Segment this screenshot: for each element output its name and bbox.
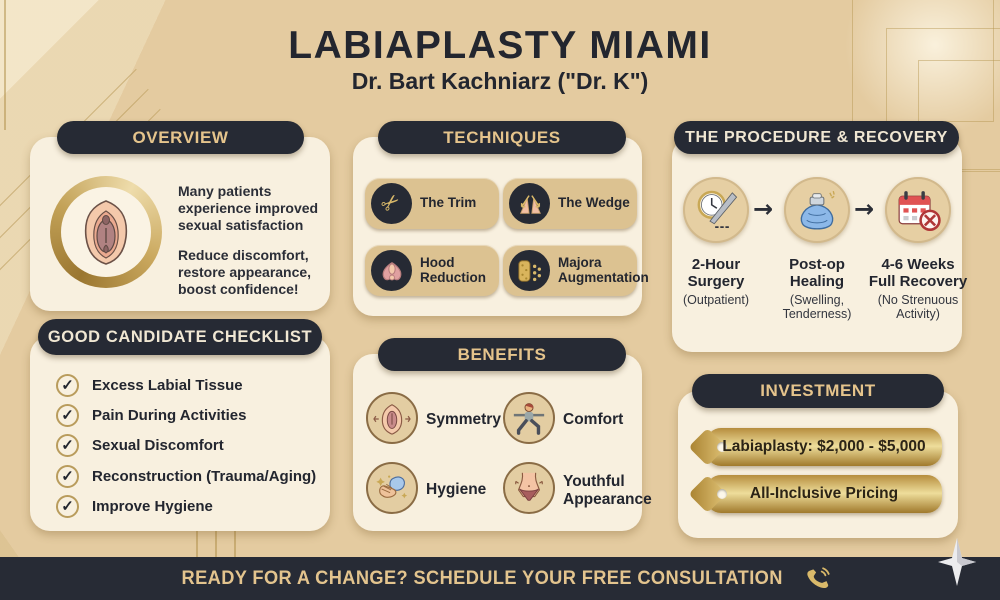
price-tag: Labiaplasty: $2,000 - $5,000 [706,428,942,466]
procedure-section-header: THE PROCEDURE & RECOVERY [674,121,959,154]
technique-label: The Wedge [558,195,630,211]
footer-cta-bar[interactable]: READY FOR A CHANGE? SCHEDULE YOUR FREE C… [0,557,1000,600]
page-subtitle: Dr. Bart Kachniarz ("Dr. K") [351,68,649,94]
arrow-icon: → [753,195,774,223]
checklist-item-label: Sexual Discomfort [92,436,224,454]
torso-icon [503,462,555,514]
arrow-icon: → [854,195,875,223]
technique-item: ✂ The Trim [365,178,499,229]
procedure-step-title: 2-Hour Surgery [687,256,745,291]
overview-section-header: OVERVIEW [57,121,304,154]
procedure-step-title: Post-op Healing [789,256,845,291]
check-icon: ✓ [56,433,79,457]
procedure-header-label: THE PROCEDURE & RECOVERY [685,128,948,146]
wedge-icon [509,183,550,224]
footer-cta-text: READY FOR A CHANGE? SCHEDULE YOUR FREE C… [181,567,783,589]
corner-line-decoration [4,0,6,130]
gold-ring [50,176,162,288]
price-tag: All-Inclusive Pricing [706,475,942,513]
techniques-section-header: TECHNIQUES [378,121,626,154]
check-icon: ✓ [56,464,79,488]
procedure-step-note: (Swelling, Tenderness) [782,293,852,322]
technique-item: Majora Augmentation [503,245,649,296]
symmetry-icon [366,392,418,444]
corner-line-decoration [234,531,236,557]
benefit-label: Youthful Appearance [563,473,652,508]
benefit-label: Comfort [563,411,624,428]
checklist-card [30,336,330,531]
tag-hole [717,489,727,499]
price-tag-label: Labiaplasty: $2,000 - $5,000 [722,438,926,455]
sparkle-icon [938,538,976,586]
clock-scalpel-icon [683,177,749,243]
technique-label: Majora Augmentation [558,254,649,285]
overview-header-label: OVERVIEW [132,127,229,147]
procedure-card [672,137,962,352]
checklist-header-label: GOOD CANDIDATE CHECKLIST [47,327,313,346]
check-icon: ✓ [56,494,79,518]
corner-line-decoration [215,531,217,557]
technique-item: The Wedge [503,178,637,229]
overview-paragraph: Many patients experience improved sexual… [178,183,319,234]
technique-label: The Trim [420,195,477,211]
check-icon: ✓ [56,373,79,397]
benefit-label: Symmetry [426,411,501,428]
hood-reduction-icon [371,250,412,291]
checklist-item-label: Reconstruction (Trauma/Aging) [92,467,317,485]
check-icon: ✓ [56,403,79,427]
corner-line-decoration [196,531,198,557]
yoga-pose-icon [503,392,555,444]
sponge-icon [509,250,550,291]
hand-wash-icon [366,462,418,514]
benefits-header-label: BENEFITS [457,344,547,364]
price-tag-label: All-Inclusive Pricing [749,485,899,502]
overview-paragraph: Reduce discomfort, restore appearance, b… [178,247,312,298]
checklist-item: ✓ Improve Hygiene [56,494,213,518]
investment-section-header: INVESTMENT [692,374,944,408]
benefit-label: Hygiene [426,481,487,498]
anatomy-illustration-icon [84,200,128,265]
checklist-item: ✓ Sexual Discomfort [56,433,224,457]
checklist-item-label: Excess Labial Tissue [92,376,243,394]
checklist-item-label: Improve Hygiene [92,497,213,515]
technique-item: Hood Reduction [365,245,499,296]
checklist-item: ✓ Reconstruction (Trauma/Aging) [56,464,317,488]
checklist-item-label: Pain During Activities [92,406,247,424]
ice-pack-icon [784,177,850,243]
checklist-item: ✓ Excess Labial Tissue [56,373,243,397]
procedure-step-note: (Outpatient) [682,293,749,307]
checklist-section-header: GOOD CANDIDATE CHECKLIST [38,319,322,355]
technique-label: Hood Reduction [420,254,486,285]
calendar-restriction-icon [885,177,951,243]
scissors-icon: ✂ [371,183,412,224]
tag-hole [717,442,727,452]
checklist-item: ✓ Pain During Activities [56,403,247,427]
overview-text: Many patients experience improved sexual… [178,183,324,311]
investment-header-label: INVESTMENT [760,381,876,400]
benefits-section-header: BENEFITS [378,338,626,371]
page-title: LABIAPLASTY MIAMI [288,24,712,67]
procedure-step-note: (No Strenuous Activity) [877,293,959,322]
phone-icon [807,566,830,588]
techniques-header-label: TECHNIQUES [443,127,561,147]
procedure-step-title: 4-6 Weeks Full Recovery [868,256,968,291]
